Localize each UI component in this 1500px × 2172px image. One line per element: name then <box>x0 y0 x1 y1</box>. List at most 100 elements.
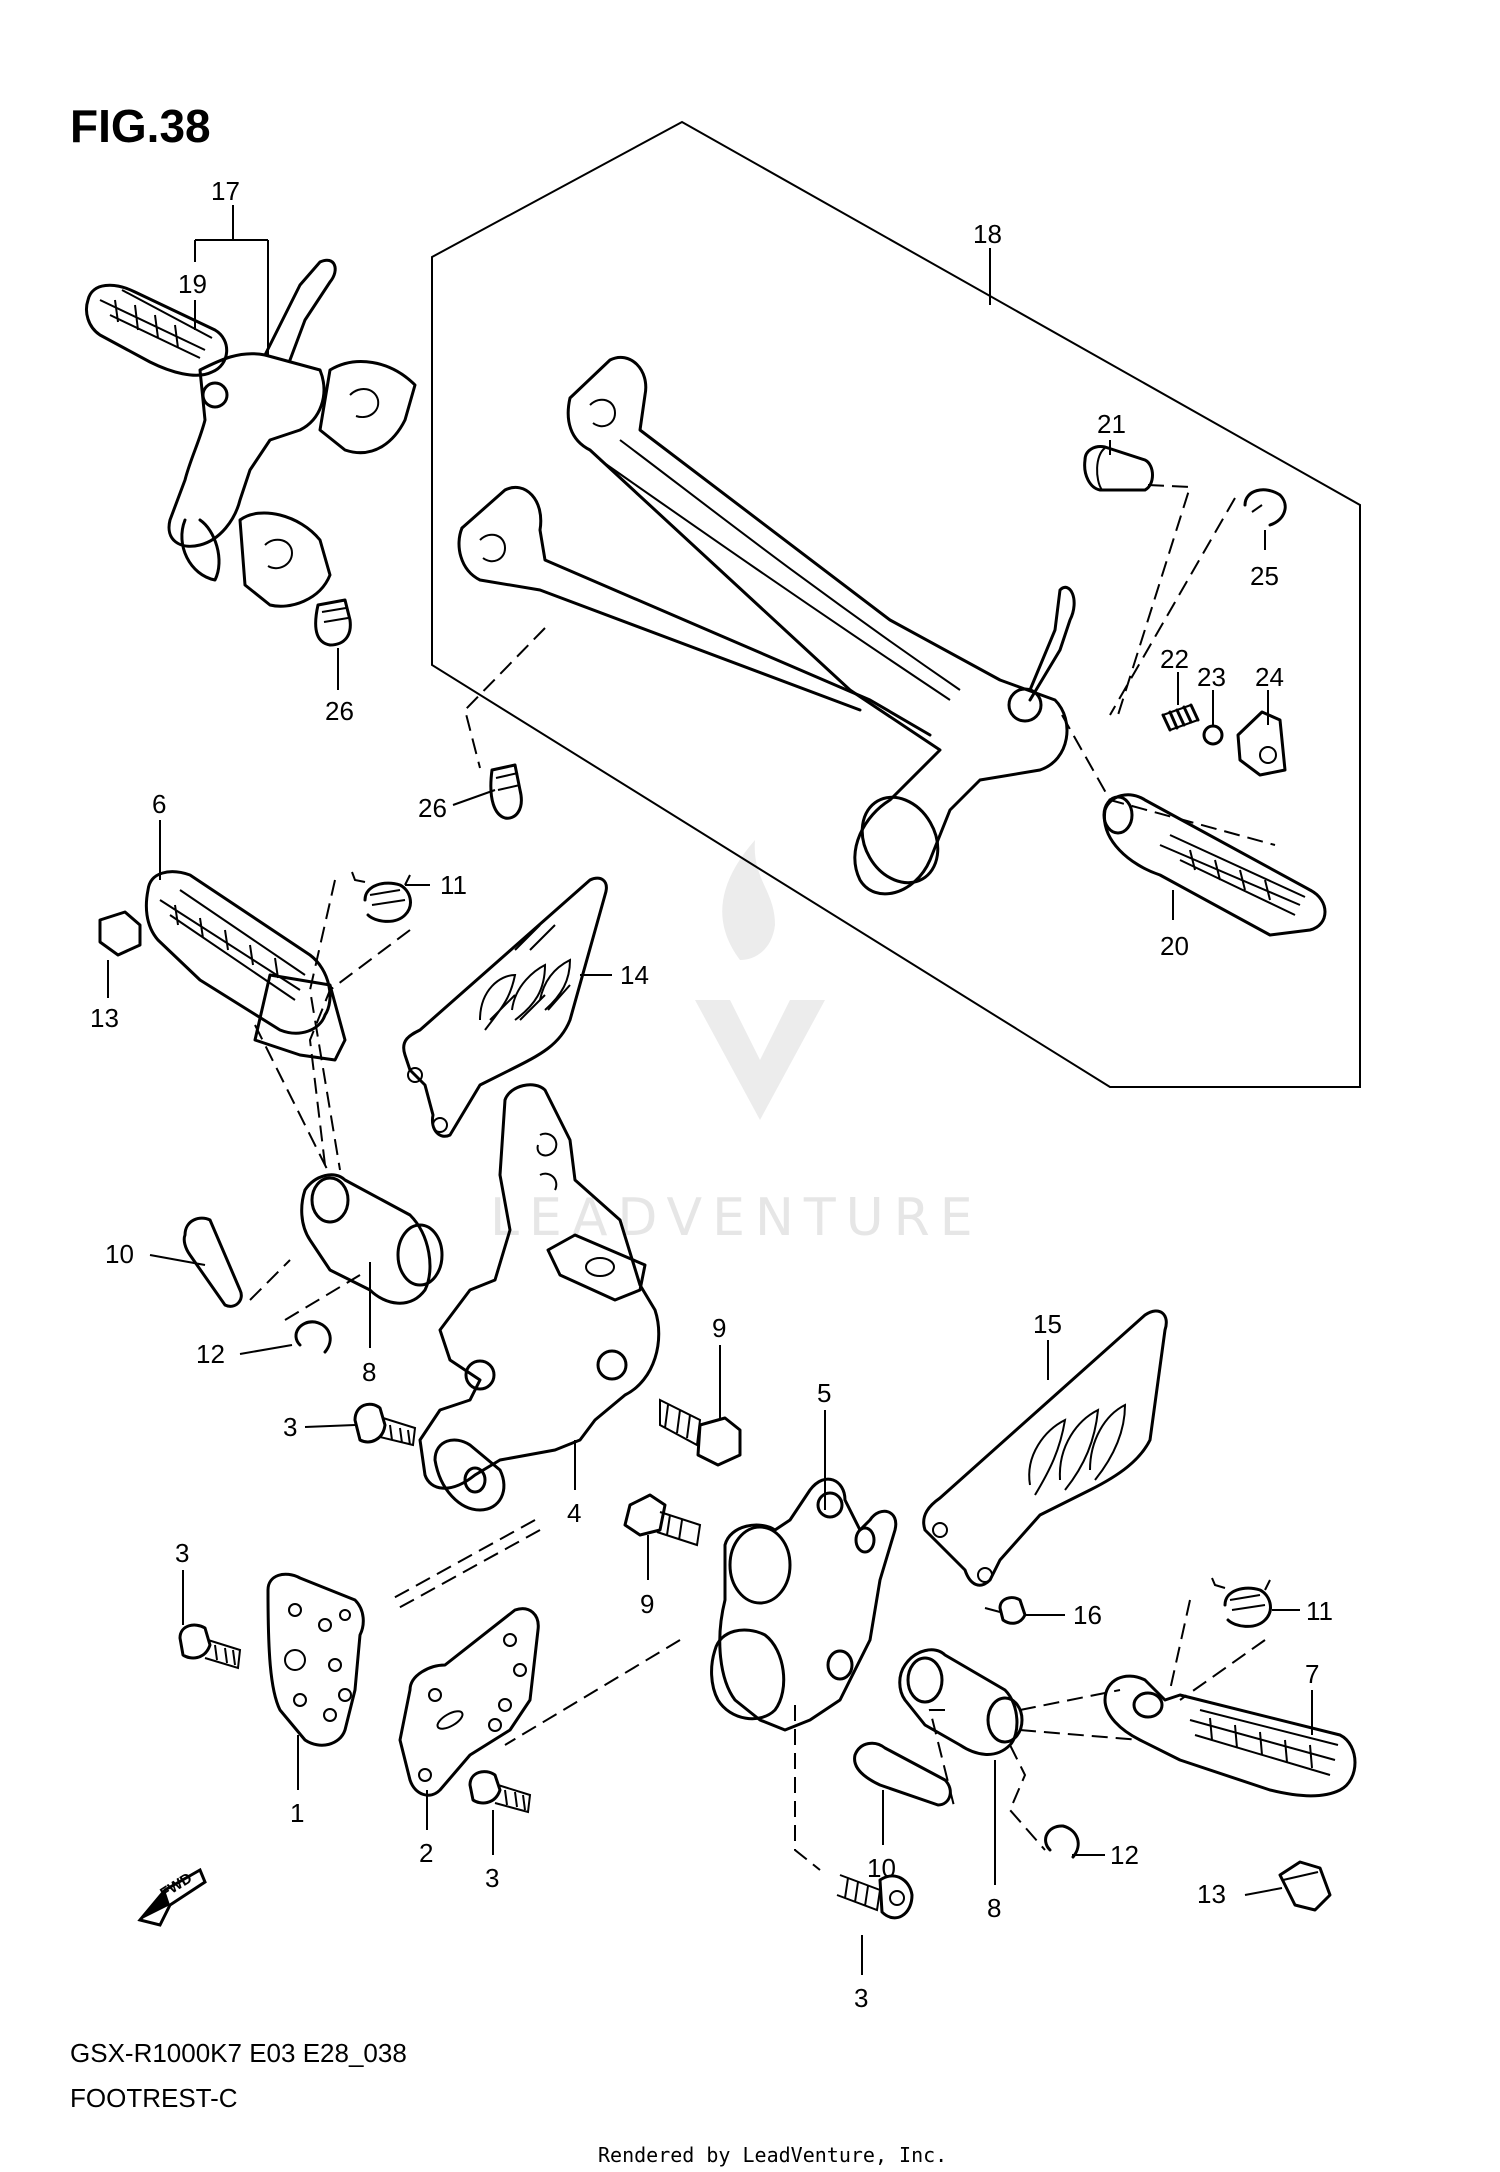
bolt-9-b <box>623 1493 702 1547</box>
assembly-frame-18 <box>431 120 1361 1088</box>
bolt-13-right <box>1278 1860 1332 1912</box>
assembly-line <box>249 1259 291 1301</box>
spring-11-right <box>1211 1577 1272 1628</box>
heel-guard-14 <box>402 876 608 1138</box>
callout-3: 3 <box>175 1538 189 1568</box>
callout-12: 12 <box>1110 1840 1139 1870</box>
callout-16: 16 <box>1073 1600 1102 1630</box>
ball-23 <box>1202 724 1224 746</box>
callout-26: 26 <box>418 793 447 823</box>
footpeg-hinge-8-left <box>300 1173 444 1305</box>
assembly-line <box>1169 1599 1191 1691</box>
assembly-line <box>1117 484 1192 716</box>
callout-9: 9 <box>712 1313 726 1343</box>
assembly-line <box>463 627 546 769</box>
rear-footrest-bracket-18 <box>457 356 1076 896</box>
footrest-bracket-4 <box>418 1083 661 1512</box>
callout-11: 11 <box>1306 1596 1333 1626</box>
heel-guard-15 <box>922 1309 1168 1587</box>
callout-2: 2 <box>419 1838 433 1868</box>
callout-6: 6 <box>152 789 166 819</box>
assembly-line <box>1061 714 1276 846</box>
assembly-line <box>284 1274 361 1321</box>
callout-23: 23 <box>1197 662 1226 692</box>
callout-18: 18 <box>973 219 1002 249</box>
assembly-line <box>928 1709 956 1811</box>
clip-25 <box>1243 488 1287 527</box>
footrest-bracket-5 <box>710 1477 898 1732</box>
bolt-3-c <box>468 1770 532 1814</box>
callout-17: 17 <box>211 176 240 206</box>
spring-11-left <box>351 871 412 923</box>
bolt-3-b <box>178 1623 242 1670</box>
bolt-3-d <box>836 1874 914 1920</box>
fwd-arrow-icon: FWD <box>137 1867 207 1927</box>
assembly-line <box>1019 1729 1141 1741</box>
callout-26: 26 <box>325 696 354 726</box>
callout-15: 15 <box>1033 1309 1062 1339</box>
callout-3: 3 <box>854 1983 868 2013</box>
footpeg-7 <box>1103 1674 1357 1798</box>
bolt-13-left <box>98 910 142 957</box>
bolt-9-a <box>659 1398 742 1467</box>
model-code: GSX-R1000K7 E03 E28_038 <box>70 2038 407 2068</box>
assembly-line <box>389 1519 536 1601</box>
callout-3: 3 <box>283 1412 297 1442</box>
assembly-line <box>394 1529 541 1611</box>
callout-25: 25 <box>1250 561 1279 591</box>
footpeg-6 <box>144 870 347 1062</box>
callout-20: 20 <box>1160 931 1189 961</box>
credit-text: Rendered by LeadVenture, Inc. <box>598 2143 947 2167</box>
callout-8: 8 <box>987 1893 1001 1923</box>
assembly-line <box>1109 497 1236 716</box>
assembly-line <box>254 1024 331 1176</box>
plate-24 <box>1236 710 1287 777</box>
callout-5: 5 <box>817 1378 831 1408</box>
callout-11: 11 <box>440 870 467 900</box>
clip-12-left <box>294 1320 332 1354</box>
pin-21 <box>1083 445 1154 492</box>
callout-24: 24 <box>1255 662 1284 692</box>
assembly-line <box>1179 1639 1266 1701</box>
callout-14: 14 <box>620 960 649 990</box>
watermark-text: LEADVENTURE <box>490 1188 983 1248</box>
callout-8: 8 <box>362 1357 376 1387</box>
assembly-line <box>1008 1744 1046 1851</box>
bolt-26-upper <box>314 598 352 647</box>
assembly-line <box>308 879 341 1171</box>
assembly-line <box>504 1639 681 1746</box>
callout-9: 9 <box>640 1589 654 1619</box>
spring-22 <box>1161 703 1200 732</box>
callout-leaders <box>107 205 1313 1975</box>
section-name: FOOTREST-C <box>70 2083 238 2113</box>
callout-4: 4 <box>567 1498 581 1528</box>
footpeg-hinge-8-right <box>898 1648 1024 1756</box>
plate-2 <box>398 1607 540 1797</box>
callout-12: 12 <box>196 1339 225 1369</box>
assembly-line <box>794 1705 821 1871</box>
callout-10: 10 <box>867 1853 896 1883</box>
bolt-3-a <box>353 1402 417 1447</box>
bolt-26-lower <box>489 763 523 820</box>
assembly-line <box>1019 1689 1121 1711</box>
clip-12-right <box>1044 1824 1080 1859</box>
pin-10-right <box>853 1741 952 1807</box>
callout-13: 13 <box>1197 1879 1226 1909</box>
pin-10-left <box>182 1216 243 1308</box>
figure-title: FIG.38 <box>70 100 211 152</box>
assembly-line <box>308 929 411 1166</box>
callout-19: 19 <box>178 269 207 299</box>
callout-10: 10 <box>105 1239 134 1269</box>
callout-labels: 17 19 26 18 21 25 22 23 24 26 20 6 11 13… <box>90 176 1333 2013</box>
callout-13: 13 <box>90 1003 119 1033</box>
plate-1 <box>266 1572 365 1747</box>
callout-21: 21 <box>1097 409 1126 439</box>
callout-1: 1 <box>290 1798 304 1828</box>
rear-footrest-bracket-17 <box>85 258 417 608</box>
bolt-16 <box>984 1596 1027 1625</box>
callout-22: 22 <box>1160 644 1189 674</box>
footpeg-20 <box>1102 793 1327 937</box>
callout-3: 3 <box>485 1863 499 1893</box>
